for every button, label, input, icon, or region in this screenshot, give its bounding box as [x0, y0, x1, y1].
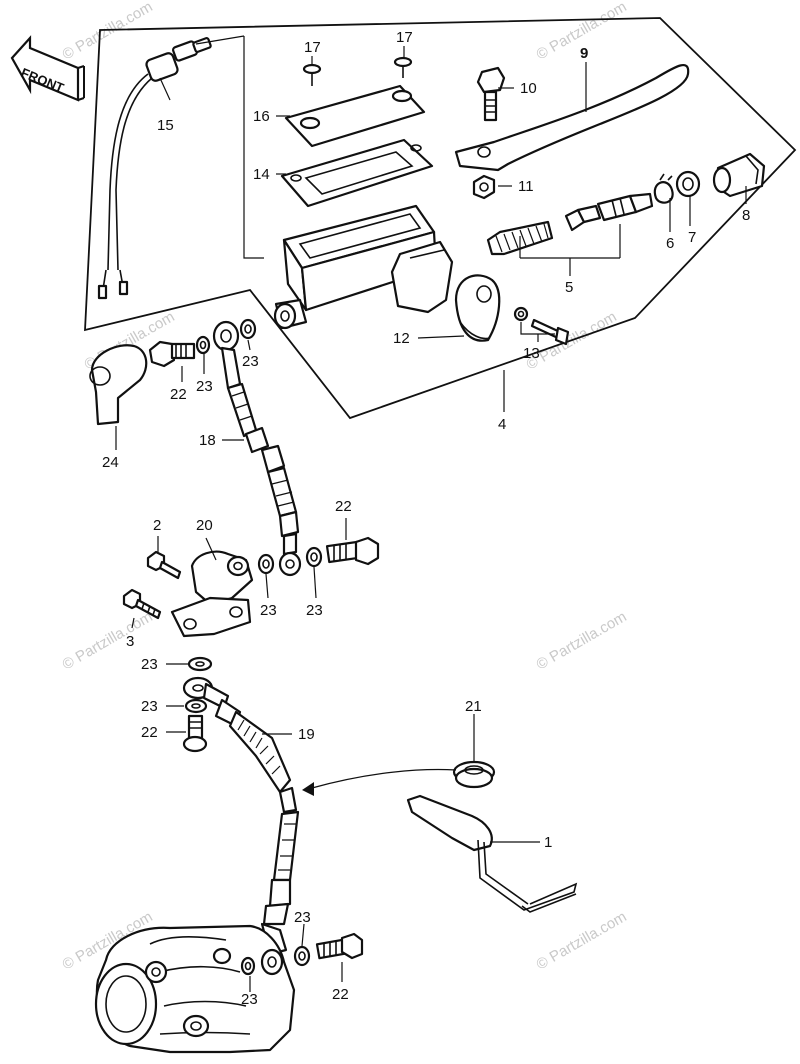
brake-lever — [454, 63, 690, 172]
callout-6: 6 — [666, 235, 674, 252]
callout-15: 15 — [157, 117, 174, 134]
washer-23d — [305, 546, 323, 568]
callout-7: 7 — [688, 229, 696, 246]
pivot-nut — [472, 174, 496, 200]
callout-4: 4 — [498, 416, 506, 433]
lower-brake-hose — [182, 676, 300, 956]
clamp-bolt — [513, 306, 570, 346]
banjo-bolt-22a — [148, 340, 196, 368]
upper-brake-hose — [212, 320, 302, 577]
bolt-3 — [122, 588, 162, 620]
callout-17a: 17 — [304, 39, 321, 56]
piston-spring-set — [486, 192, 654, 256]
washer-23a — [195, 335, 211, 355]
brake-light-switch — [97, 37, 212, 300]
handlebar-clamp — [454, 274, 501, 342]
grommet — [452, 760, 496, 789]
callout-17b: 17 — [396, 29, 413, 46]
callout-1: 1 — [544, 834, 552, 851]
banjo-bolt-22d — [315, 932, 364, 960]
callout-22c: 22 — [141, 724, 158, 741]
master-cylinder-body — [273, 204, 454, 330]
callout-13: 13 — [523, 345, 540, 362]
callout-2: 2 — [153, 517, 161, 534]
reservoir-cap — [284, 84, 426, 148]
callout-10: 10 — [520, 80, 537, 97]
callout-9: 9 — [580, 45, 588, 62]
washer-23c — [257, 553, 275, 575]
washer-23e — [187, 656, 213, 672]
grommet-arrow-line — [311, 768, 457, 789]
callout-23e: 23 — [141, 656, 158, 673]
callout-23b: 23 — [242, 353, 259, 370]
callout-3: 3 — [126, 633, 134, 650]
leader-lines — [115, 35, 747, 992]
callout-20: 20 — [196, 517, 213, 534]
callout-23d: 23 — [306, 602, 323, 619]
watermark-text: © Partzilla.com — [534, 608, 630, 673]
callout-23f: 23 — [141, 698, 158, 715]
callout-19: 19 — [298, 726, 315, 743]
pivot-bolt — [476, 66, 506, 122]
watermark-text: © Partzilla.com — [534, 908, 630, 973]
brake-caliper — [94, 924, 296, 1054]
callout-5: 5 — [565, 279, 573, 296]
callout-22d: 22 — [332, 986, 349, 1003]
callout-labels: 17 17 16 14 15 9 10 11 6 7 8 5 12 13 4 2… — [102, 29, 750, 1008]
callout-11: 11 — [518, 178, 534, 195]
washer-7 — [675, 170, 701, 198]
washer-23g — [293, 945, 311, 967]
callout-24: 24 — [102, 454, 119, 471]
callout-23h: 23 — [241, 991, 258, 1008]
screw-17b — [393, 56, 413, 78]
callout-22a: 22 — [170, 386, 187, 403]
callout-12: 12 — [393, 330, 410, 347]
callout-22b: 22 — [335, 498, 352, 515]
brake-hose-joint — [170, 550, 254, 638]
master-cylinder-assembly-outline — [84, 17, 797, 420]
grommet-arrow-head — [302, 782, 314, 796]
callout-21: 21 — [465, 698, 482, 715]
banjo-bolt-22b — [325, 536, 380, 566]
circlip — [653, 173, 674, 204]
banjo-bolt-22c — [182, 714, 208, 753]
callout-18: 18 — [199, 432, 216, 449]
callout-8: 8 — [742, 207, 750, 224]
reservoir-diaphragm — [280, 138, 434, 208]
washer-23f — [184, 698, 208, 714]
callout-23a: 23 — [196, 378, 213, 395]
switch-cover — [89, 344, 148, 426]
callout-16: 16 — [253, 108, 270, 125]
callout-23c: 23 — [260, 602, 277, 619]
bolt-2 — [146, 550, 182, 580]
screw-17a — [302, 63, 322, 86]
watermark-text: © Partzilla.com — [60, 0, 156, 63]
hose-clip — [406, 794, 578, 913]
callout-14: 14 — [253, 166, 270, 183]
dust-boot — [712, 152, 766, 198]
callout-23g: 23 — [294, 909, 311, 926]
washer-23b — [239, 318, 257, 340]
